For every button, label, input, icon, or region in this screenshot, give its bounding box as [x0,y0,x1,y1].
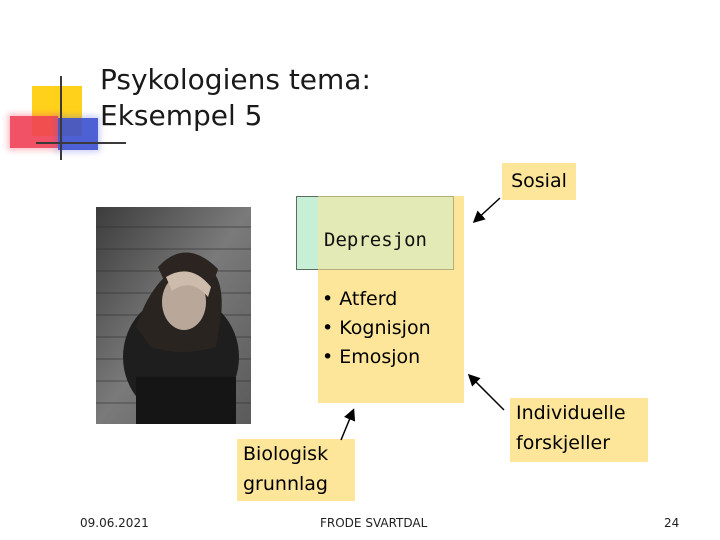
bullet-item: • Atferd [322,285,431,314]
title-line-2: Eksempel 5 [100,98,371,134]
bullet-item: • Emosjon [322,343,431,372]
individuelle-box: Individuelle forskjeller [510,398,648,462]
biologisk-line-1: Biologisk [243,439,355,469]
individuelle-line-1: Individuelle [516,398,648,428]
title-line-1: Psykologiens tema: [100,62,371,98]
logo-blue-square [58,118,98,150]
footer-date: 09.06.2021 [80,516,149,530]
individuelle-line-2: forskjeller [516,428,648,458]
person-photo [96,207,251,424]
biologisk-box: Biologisk grunnlag [237,439,355,501]
footer-page-number: 24 [664,516,679,530]
arrow-biologisk [341,411,353,440]
bullet-list: • Atferd • Kognisjon • Emosjon [322,285,431,372]
arrow-individuelle [470,376,504,410]
depresjon-label: Depresjon [324,229,427,251]
footer-author: FRODE SVARTDAL [320,516,427,530]
slide-title: Psykologiens tema: Eksempel 5 [100,62,371,134]
logo-vertical-line [60,76,62,160]
logo-horizontal-line [36,142,126,144]
person-photo-icon [96,207,251,424]
arrow-sosial [475,198,500,221]
sosial-box: Sosial [502,163,576,200]
biologisk-line-2: grunnlag [243,469,355,499]
bullet-item: • Kognisjon [322,314,431,343]
